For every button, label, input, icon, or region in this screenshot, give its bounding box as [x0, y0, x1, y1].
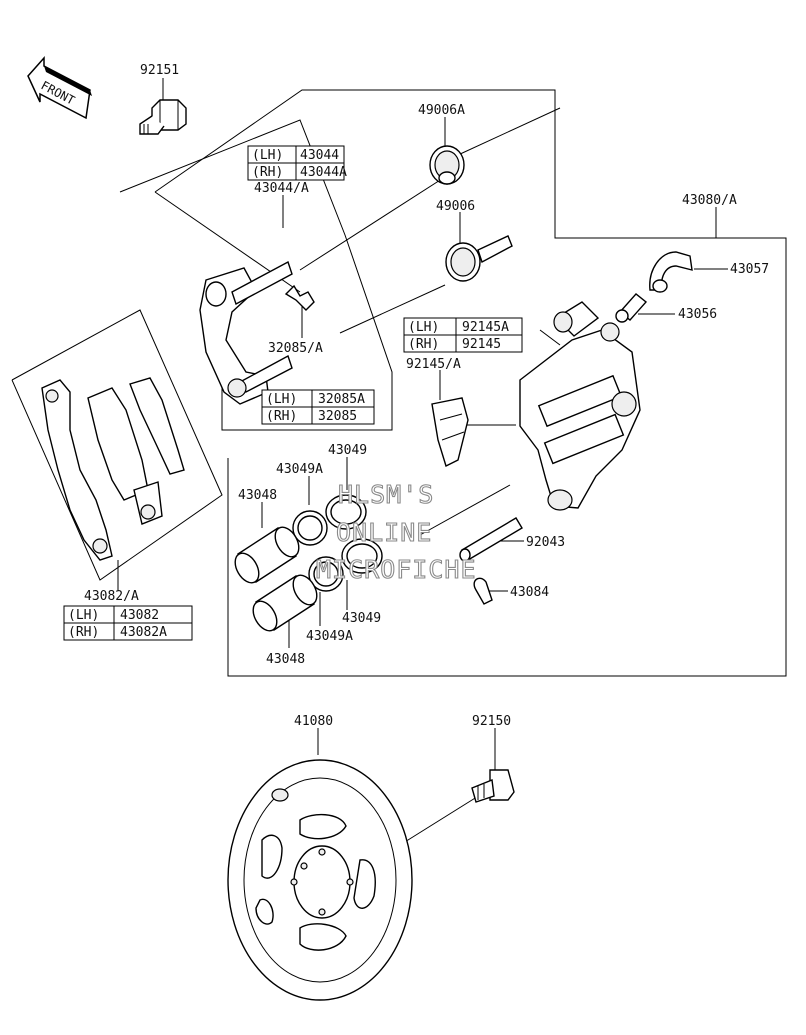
pin-92043: [459, 517, 523, 562]
piston-43048-top: [234, 526, 300, 584]
table-92145: (LH) 92145A (RH) 92145: [403, 317, 523, 353]
label-41080: 41080: [294, 714, 333, 729]
label-32085A: 32085/A: [268, 341, 323, 356]
bleeder-cap-43057: [649, 251, 693, 293]
caliper-43080: [519, 301, 641, 511]
label-43044A: 43044/A: [254, 181, 309, 196]
brake-disc-41080: [227, 759, 413, 1001]
bolt-92151: [139, 99, 187, 135]
label-92150: 92150: [472, 714, 511, 729]
table-43082-lh-num: 43082: [120, 608, 159, 623]
label-43057: 43057: [730, 262, 769, 277]
table-32085-lh-num: 32085A: [318, 392, 365, 407]
label-43049A-bot: 43049A: [306, 629, 353, 644]
seal-43049A-bot: [308, 556, 344, 592]
table-92145-rh: (RH): [408, 337, 439, 352]
watermark-line2: ONLINE: [336, 518, 432, 547]
label-43056: 43056: [678, 307, 717, 322]
label-43048-top: 43048: [238, 488, 277, 503]
table-43082: (LH) 43082 (RH) 43082A: [63, 605, 193, 641]
assembly-frame: [11, 89, 787, 677]
seal-43049-bot: [341, 538, 383, 574]
table-43082-rh: (RH): [68, 625, 99, 640]
brake-pad-friction: [87, 377, 185, 525]
table-32085-rh-num: 32085: [318, 409, 357, 424]
label-43049-top: 43049: [328, 443, 367, 458]
watermark: HLSM'S ONLINE MICROFICHE: [315, 479, 477, 584]
table-43044-rh: (RH): [252, 165, 283, 180]
bracket-43044: [199, 260, 293, 405]
boot-49006A: [429, 145, 465, 185]
part-labels: 92151 49006A 43044/A 49006 43080/A 43057…: [84, 63, 769, 729]
piston-43048-bot: [252, 574, 318, 632]
label-92043: 92043: [526, 535, 565, 550]
clip-43084: [473, 577, 493, 605]
table-92145-lh: (LH): [408, 320, 439, 335]
label-92151: 92151: [140, 63, 179, 78]
watermark-line3: MICROFICHE: [316, 555, 477, 584]
boot-49006: [445, 235, 513, 282]
leader-lines: [117, 78, 728, 846]
label-43049-bot: 43049: [342, 611, 381, 626]
table-43044-rh-num: 43044A: [300, 165, 347, 180]
front-arrow-icon: FRONT: [27, 56, 92, 120]
label-43084: 43084: [510, 585, 549, 600]
label-92145A: 92145/A: [406, 357, 461, 372]
table-32085-rh: (RH): [266, 409, 297, 424]
table-43044-lh: (LH): [252, 148, 283, 163]
label-49006: 49006: [436, 199, 475, 214]
label-43048-bot: 43048: [266, 652, 305, 667]
seal-43049-top: [325, 494, 367, 530]
spring-32085: [284, 284, 315, 311]
seal-43049A-top: [292, 510, 328, 546]
label-43080A: 43080/A: [682, 193, 737, 208]
bleeder-valve-43056: [615, 293, 648, 323]
watermark-line1: HLSM'S: [338, 480, 434, 509]
label-43082A: 43082/A: [84, 589, 139, 604]
table-92145-lh-num: 92145A: [462, 320, 509, 335]
table-43044-lh-num: 43044: [300, 148, 339, 163]
label-43049A-top: 43049A: [276, 462, 323, 477]
table-43082-lh: (LH): [68, 608, 99, 623]
table-43082-rh-num: 43082A: [120, 625, 167, 640]
bolt-92150: [471, 769, 515, 803]
label-49006A: 49006A: [418, 103, 465, 118]
brake-pad-backing: [41, 379, 113, 561]
table-32085-lh: (LH): [266, 392, 297, 407]
table-32085: (LH) 32085A (RH) 32085: [261, 389, 375, 425]
pad-spring-92145: [431, 397, 469, 467]
table-92145-rh-num: 92145: [462, 337, 501, 352]
table-43044: (LH) 43044 (RH) 43044A: [247, 145, 347, 181]
